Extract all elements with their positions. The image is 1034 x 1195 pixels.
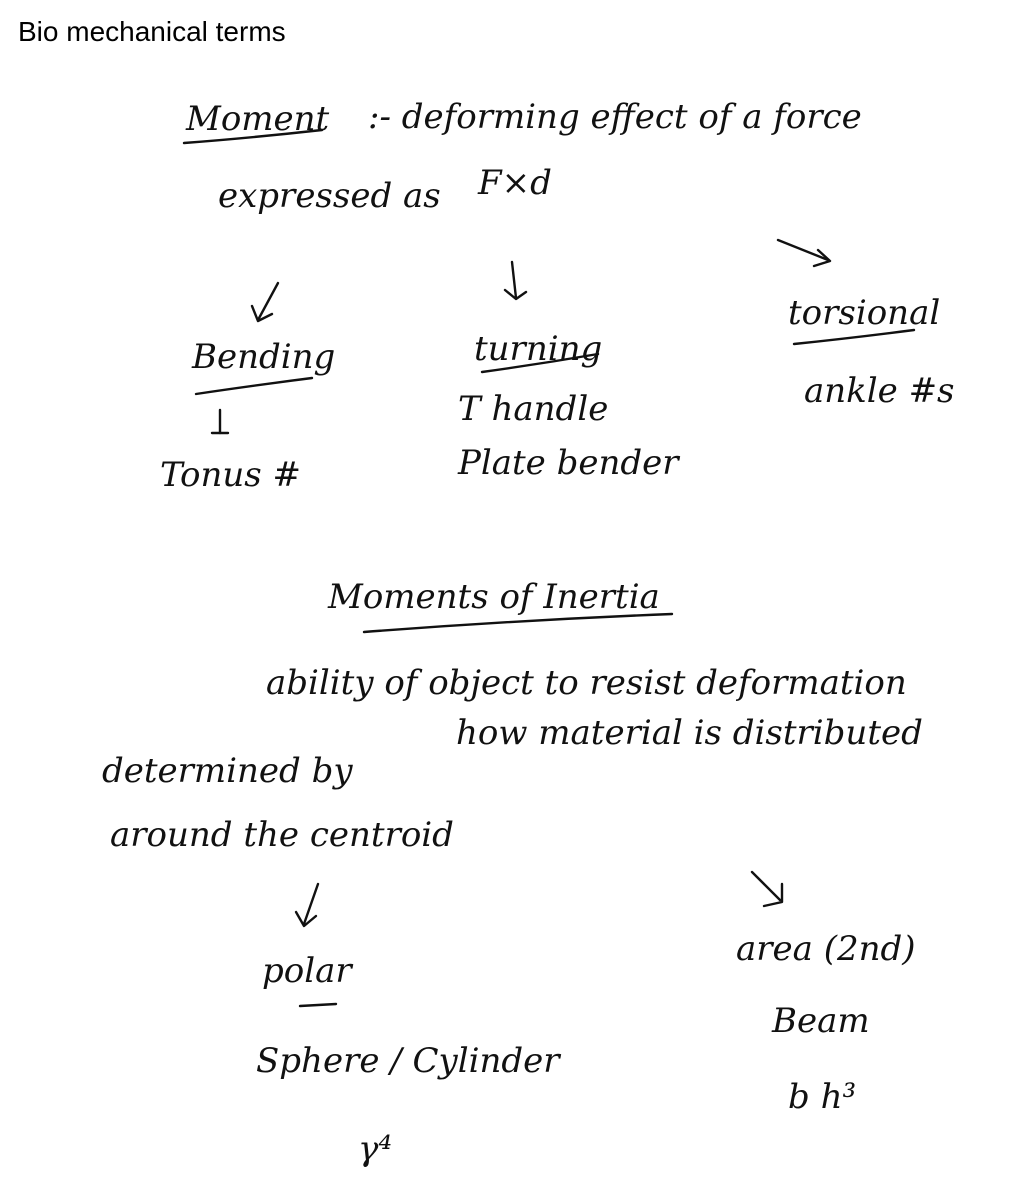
inertia-line-3: around the centroid xyxy=(110,815,454,855)
polar-underline xyxy=(298,1002,338,1008)
polar-example: Sphere / Cylinder xyxy=(256,1041,561,1081)
area-formula: b h³ xyxy=(788,1077,856,1117)
turning-example-2: Plate bender xyxy=(457,443,680,483)
arrow-bending-example xyxy=(210,408,230,435)
inertia-heading: Moments of Inertia xyxy=(327,577,660,617)
inertia-line-1: ability of object to resist deformation xyxy=(266,663,907,703)
bending-underline xyxy=(194,376,314,396)
area-example: Beam xyxy=(771,1001,870,1041)
turning-underline xyxy=(480,352,600,374)
arrow-bending xyxy=(250,281,280,323)
arrow-turning xyxy=(503,260,528,301)
torsional-label: torsional xyxy=(788,293,940,333)
arrow-polar xyxy=(294,882,320,928)
page-title: Bio mechanical terms xyxy=(18,16,286,47)
turning-label: turning xyxy=(474,329,602,369)
torsional-underline xyxy=(792,328,916,346)
arrow-area xyxy=(750,870,784,908)
inertia-line-2a: determined by xyxy=(102,751,353,791)
polar-label: polar xyxy=(262,951,353,991)
moment-heading: Moment xyxy=(185,99,330,139)
moment-definition: :- deforming effect of a force xyxy=(368,97,862,137)
expressed-as-text: expressed as xyxy=(218,176,441,216)
formula-fxd: F×d xyxy=(477,163,552,203)
area-label: area (2nd) xyxy=(736,929,916,969)
bending-example: Tonus # xyxy=(160,455,301,495)
inertia-line-2b: how material is distributed xyxy=(456,713,923,753)
arrow-torsional xyxy=(776,238,832,268)
polar-formula: γ⁴ xyxy=(358,1129,392,1169)
moment-underline xyxy=(182,128,324,145)
inertia-underline xyxy=(362,612,674,634)
torsional-example: ankle #s xyxy=(804,371,955,411)
bending-label: Bending xyxy=(191,337,335,377)
turning-example-1: T handle xyxy=(458,389,608,429)
